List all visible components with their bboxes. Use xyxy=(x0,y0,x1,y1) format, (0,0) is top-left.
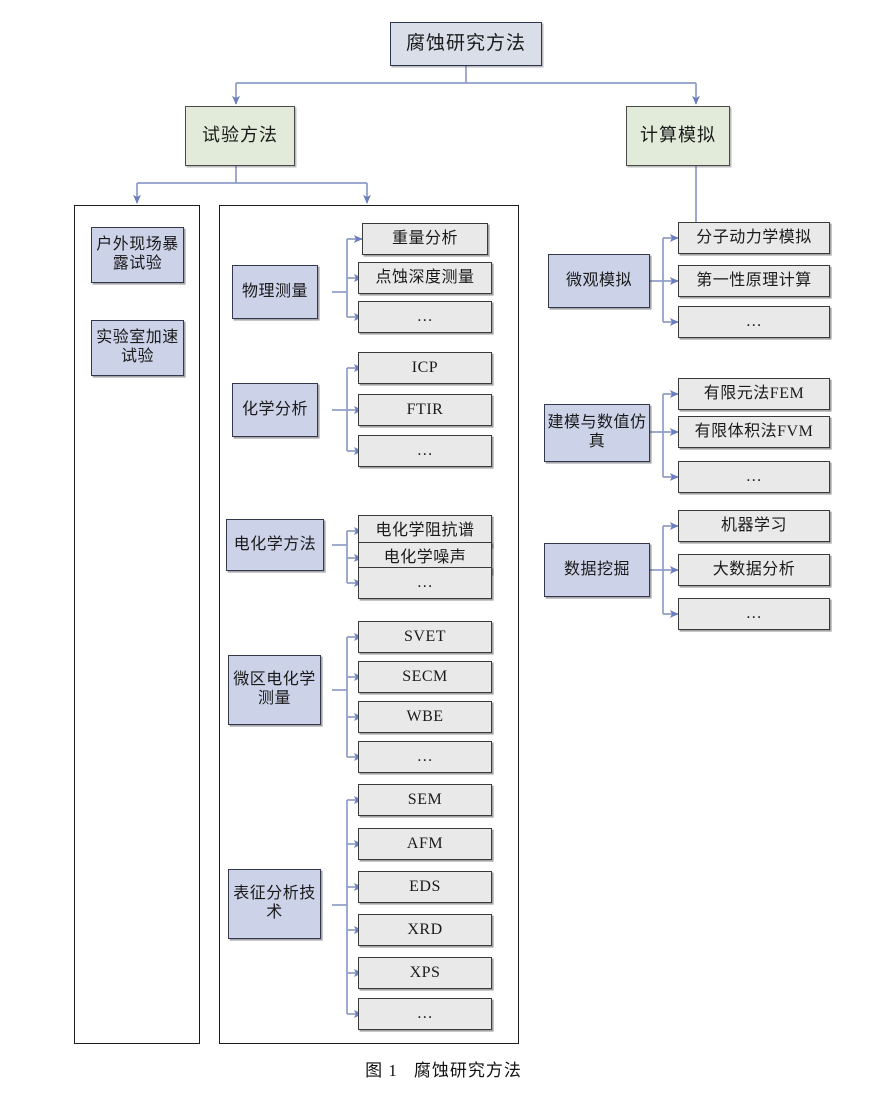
node-lab-accelerated-test[interactable]: 实验室加速试验 xyxy=(91,320,184,376)
leaf-label: AFM xyxy=(406,834,444,852)
leaf-label: 有限体积法FVM xyxy=(694,422,814,440)
leaf-label: XRD xyxy=(407,920,443,938)
leaf-fem[interactable]: 有限元法FEM xyxy=(678,378,830,410)
leaf-label: 分子动力学模拟 xyxy=(696,228,812,246)
leaf-wbe[interactable]: WBE xyxy=(358,701,492,733)
frame-field-tests xyxy=(74,205,200,1044)
leaf-sem[interactable]: SEM xyxy=(358,784,492,816)
leaf-label: EDS xyxy=(409,877,441,895)
leaf-electrochemical-more[interactable]: … xyxy=(358,567,492,599)
leaf-label: … xyxy=(745,604,763,622)
leaf-label: 大数据分析 xyxy=(712,560,796,578)
node-field-exposure-test[interactable]: 户外现场暴露试验 xyxy=(91,227,184,283)
leaf-label: … xyxy=(745,467,763,485)
leaf-label: SEM xyxy=(407,790,443,808)
leaf-label: … xyxy=(416,573,434,591)
leaf-machine-learning[interactable]: 机器学习 xyxy=(678,510,830,542)
leaf-label: 重量分析 xyxy=(391,229,458,247)
figure-caption-title: 腐蚀研究方法 xyxy=(413,1061,522,1080)
leaf-molecular-dynamics[interactable]: 分子动力学模拟 xyxy=(678,222,830,254)
node-category-data-mining-label: 数据挖掘 xyxy=(563,560,630,578)
node-category-characterization-label: 表征分析技术 xyxy=(233,885,316,921)
leaf-first-principles[interactable]: 第一性原理计算 xyxy=(678,265,830,297)
leaf-label: 有限元法FEM xyxy=(703,384,805,402)
node-branch-simulation-label: 计算模拟 xyxy=(640,125,716,146)
leaf-micro-electrochemical-more[interactable]: … xyxy=(358,741,492,773)
leaf-physical-more[interactable]: … xyxy=(358,301,492,333)
leaf-data-mining-more[interactable]: … xyxy=(678,598,830,630)
leaf-label: 机器学习 xyxy=(720,516,787,534)
leaf-label: 第一性原理计算 xyxy=(696,271,812,289)
leaf-xrd[interactable]: XRD xyxy=(358,914,492,946)
leaf-label: 电化学噪声 xyxy=(383,548,467,566)
leaf-label: XPS xyxy=(409,963,441,981)
node-category-chemical-analysis-label: 化学分析 xyxy=(241,400,308,418)
leaf-eds[interactable]: EDS xyxy=(358,871,492,903)
node-category-modeling-numerical-simulation[interactable]: 建模与数值仿真 xyxy=(544,404,650,462)
leaf-fvm[interactable]: 有限体积法FVM xyxy=(678,416,830,448)
leaf-big-data-analysis[interactable]: 大数据分析 xyxy=(678,554,830,586)
frame-experimental-techniques xyxy=(219,205,519,1044)
node-root[interactable]: 腐蚀研究方法 xyxy=(390,22,542,66)
figure-caption: 图 1 腐蚀研究方法 xyxy=(0,1056,887,1081)
leaf-afm[interactable]: AFM xyxy=(358,828,492,860)
leaf-label: SECM xyxy=(402,667,448,685)
node-category-characterization[interactable]: 表征分析技术 xyxy=(228,869,321,939)
node-branch-simulation[interactable]: 计算模拟 xyxy=(626,106,730,166)
node-branch-experimental-label: 试验方法 xyxy=(202,125,278,146)
node-category-modeling-numerical-simulation-label: 建模与数值仿真 xyxy=(547,414,647,450)
leaf-microscopic-more[interactable]: … xyxy=(678,306,830,338)
leaf-label: … xyxy=(745,312,763,330)
leaf-eis[interactable]: 电化学阻抗谱 xyxy=(358,515,492,547)
node-category-micro-electrochemical[interactable]: 微区电化学测量 xyxy=(228,655,321,725)
node-category-data-mining[interactable]: 数据挖掘 xyxy=(544,543,650,597)
leaf-label: … xyxy=(416,441,434,459)
leaf-label: ICP xyxy=(411,358,439,376)
node-category-electrochemical-method[interactable]: 电化学方法 xyxy=(226,519,324,571)
leaf-secm[interactable]: SECM xyxy=(358,661,492,693)
node-field-exposure-test-label: 户外现场暴露试验 xyxy=(96,236,179,272)
figure-caption-sub xyxy=(0,1083,887,1094)
leaf-xps[interactable]: XPS xyxy=(358,957,492,989)
leaf-label: 电化学阻抗谱 xyxy=(375,521,475,539)
leaf-characterization-more[interactable]: … xyxy=(358,998,492,1030)
leaf-label: WBE xyxy=(406,707,444,725)
node-lab-accelerated-test-label: 实验室加速试验 xyxy=(96,329,179,365)
leaf-label: … xyxy=(416,1004,434,1022)
node-category-micro-electrochemical-label: 微区电化学测量 xyxy=(233,671,316,707)
node-category-microscopic-simulation[interactable]: 微观模拟 xyxy=(548,254,650,308)
leaf-svet[interactable]: SVET xyxy=(358,621,492,653)
leaf-chemical-more[interactable]: … xyxy=(358,435,492,467)
node-category-physical-measurement-label: 物理测量 xyxy=(241,282,308,300)
node-category-chemical-analysis[interactable]: 化学分析 xyxy=(232,383,318,437)
leaf-label: SVET xyxy=(404,627,446,645)
leaf-label: 点蚀深度测量 xyxy=(375,268,475,286)
node-root-label: 腐蚀研究方法 xyxy=(405,32,526,54)
leaf-ftir[interactable]: FTIR xyxy=(358,394,492,426)
node-category-electrochemical-method-label: 电化学方法 xyxy=(233,535,317,553)
leaf-icp[interactable]: ICP xyxy=(358,352,492,384)
node-category-physical-measurement[interactable]: 物理测量 xyxy=(232,265,318,319)
node-category-microscopic-simulation-label: 微观模拟 xyxy=(565,271,632,289)
leaf-label: FTIR xyxy=(406,400,444,418)
node-branch-experimental[interactable]: 试验方法 xyxy=(185,106,295,166)
leaf-label: … xyxy=(416,307,434,325)
leaf-pit-depth-measurement[interactable]: 点蚀深度测量 xyxy=(358,262,492,294)
leaf-modeling-more[interactable]: … xyxy=(678,461,830,493)
leaf-label: … xyxy=(416,747,434,765)
figure-caption-number: 图 1 xyxy=(365,1061,398,1080)
leaf-weight-analysis[interactable]: 重量分析 xyxy=(362,223,488,255)
